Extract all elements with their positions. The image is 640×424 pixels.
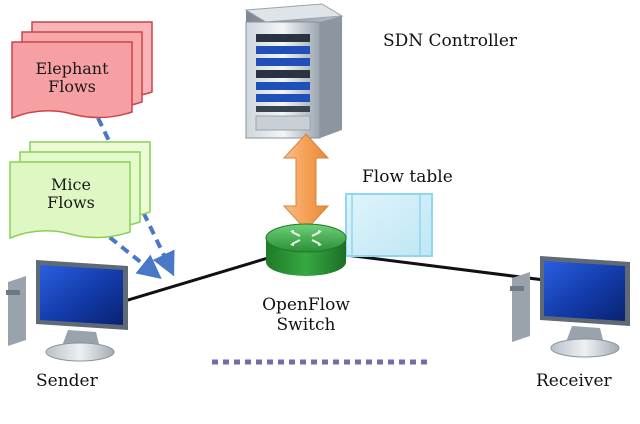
flow-table — [345, 193, 433, 257]
elephant-flows-line2: Flows — [48, 77, 96, 97]
switch-label-line1: OpenFlow — [262, 295, 350, 315]
mice-flows-stack — [9, 141, 151, 240]
mice-flows-line1: Mice — [51, 175, 91, 194]
mice-flow-arrow — [96, 226, 162, 279]
controller-switch-arrow — [282, 133, 330, 231]
mice-flows-line2: Flows — [47, 193, 95, 213]
openflow-switch-icon — [265, 223, 347, 276]
switch-label: OpenFlow Switch — [252, 295, 360, 335]
elephant-flows-stack — [11, 21, 153, 120]
sender-switch-link — [117, 253, 279, 305]
receiver-label: Receiver — [536, 371, 612, 391]
elephant-flows-line1: Elephant — [35, 59, 109, 78]
sender-label: Sender — [36, 371, 98, 391]
server-tower-icon — [244, 3, 344, 139]
switch-label-line2: Switch — [276, 314, 336, 335]
mice-flows-label: Mice Flows — [12, 175, 130, 213]
elephant-flows-label: Elephant Flows — [12, 59, 132, 97]
controller-label: SDN Controller — [383, 31, 517, 51]
receiver-computer-icon — [510, 256, 630, 358]
elephant-flow-arrow — [96, 117, 175, 277]
flow-table-label: Flow table — [362, 167, 453, 187]
sender-computer-icon — [6, 260, 128, 362]
